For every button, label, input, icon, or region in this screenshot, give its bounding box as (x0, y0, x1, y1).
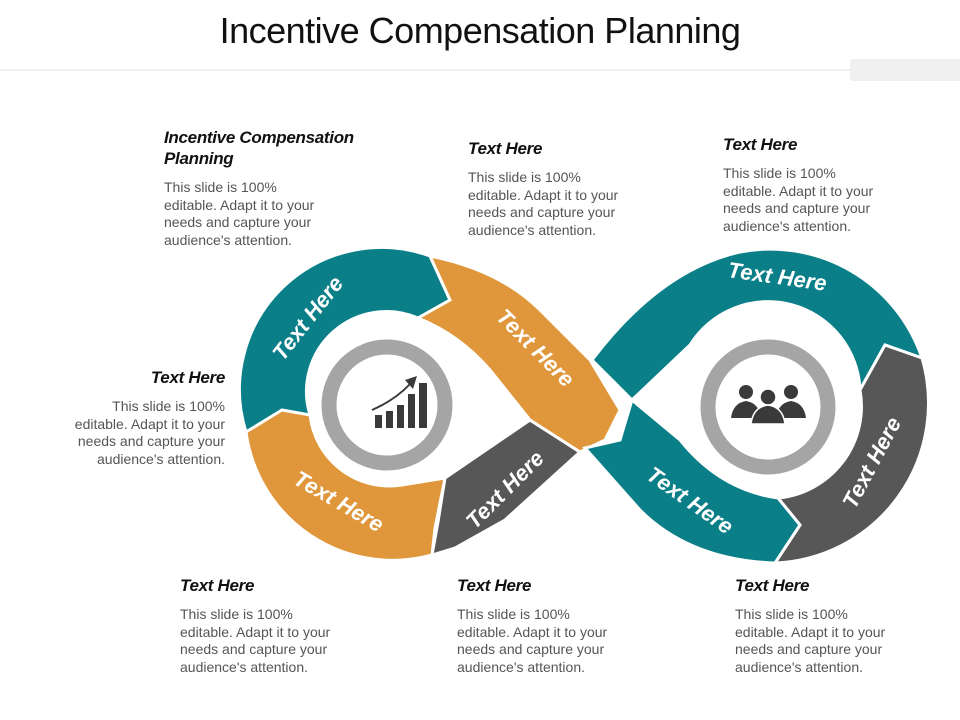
team-people-icon (731, 385, 806, 425)
block-body: This slide is 100% editable. Adapt it to… (457, 606, 608, 675)
block-body: This slide is 100% editable. Adapt it to… (74, 398, 225, 467)
segment-center-diagonal-down (414, 253, 622, 454)
block-heading: Text Here (723, 135, 798, 154)
block-heading: Text Here (180, 576, 255, 595)
block-heading: Text Here (150, 368, 225, 387)
text-block-top-center: Text Here This slide is 100% editable. A… (468, 138, 638, 239)
segment-left-top (238, 245, 452, 434)
segment-right-top (590, 247, 925, 403)
text-block-bottom-center: Text Here This slide is 100% editable. A… (457, 575, 627, 676)
block-heading: Text Here (468, 139, 543, 158)
title-accent-tab (850, 59, 960, 81)
block-body: This slide is 100% editable. Adapt it to… (468, 169, 619, 238)
block-heading: Text Here (457, 576, 532, 595)
text-block-top-right: Text Here This slide is 100% editable. A… (723, 134, 893, 235)
block-body: This slide is 100% editable. Adapt it to… (180, 606, 331, 675)
growth-chart-icon (371, 376, 427, 428)
block-heading: Incentive Compensation Planning (164, 128, 354, 168)
text-block-bottom-left: Text Here This slide is 100% editable. A… (180, 575, 350, 676)
text-block-bottom-right: Text Here This slide is 100% editable. A… (735, 575, 905, 676)
block-body: This slide is 100% editable. Adapt it to… (164, 179, 315, 248)
block-body: This slide is 100% editable. Adapt it to… (735, 606, 886, 675)
slide-title: Incentive Compensation Planning (219, 10, 741, 51)
title-divider (0, 69, 850, 71)
block-heading: Text Here (735, 576, 810, 595)
left-icon-ring (321, 339, 453, 471)
segment-center-diagonal-lower (582, 397, 802, 565)
segment-right-side (772, 343, 930, 565)
text-block-top-left: Incentive Compensation Planning This sli… (164, 127, 404, 249)
text-block-middle-left: Text Here This slide is 100% editable. A… (62, 367, 226, 468)
block-body: This slide is 100% editable. Adapt it to… (723, 165, 874, 234)
